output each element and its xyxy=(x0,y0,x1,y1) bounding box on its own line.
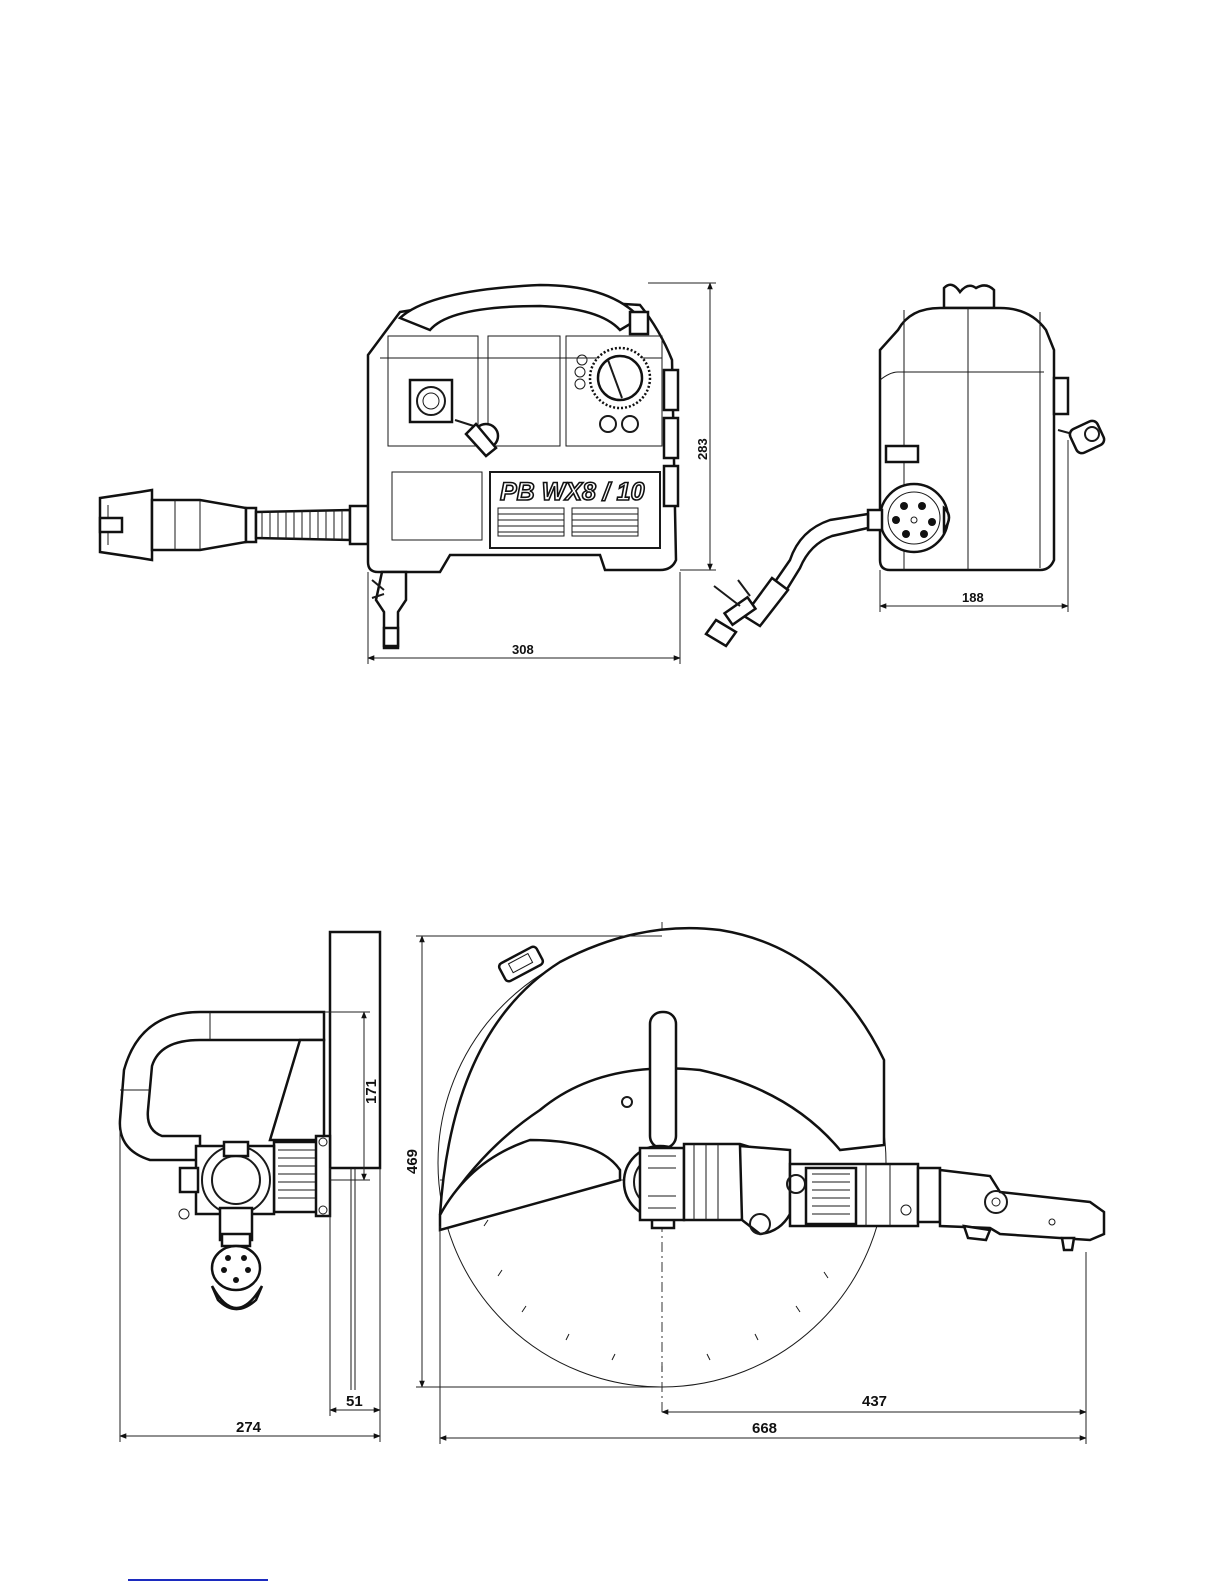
blade-guard-side xyxy=(330,932,380,1168)
dim-front-height-label: 283 xyxy=(695,438,710,460)
dim-saw-guard-width-label: 51 xyxy=(346,1393,363,1410)
saw-plug-side xyxy=(212,1246,262,1309)
dim-front-width: 308 xyxy=(368,572,680,664)
dim-blade-height-label: 469 xyxy=(404,1149,421,1174)
control-socket xyxy=(410,380,452,422)
power-pack-housing xyxy=(368,300,676,572)
angle-gearbox xyxy=(684,1144,790,1234)
dim-saw-total-length-label: 668 xyxy=(752,1420,777,1437)
spiral-cable xyxy=(256,506,368,544)
model-label: PB WX8 / 10 xyxy=(500,478,645,506)
dim-blade-center-to-end: 437 xyxy=(662,1252,1086,1444)
water-valve xyxy=(372,572,406,648)
gearbox-side xyxy=(274,1136,330,1216)
rear-handle xyxy=(940,1170,1104,1250)
dim-front-width-label: 308 xyxy=(512,642,534,657)
saw-front-view xyxy=(438,922,1104,1412)
dim-saw-side-width-label: 274 xyxy=(236,1419,262,1436)
power-pack-side-view xyxy=(706,285,1106,646)
saw-side-view xyxy=(120,932,380,1390)
dim-side-depth-label: 188 xyxy=(962,590,984,605)
dim-saw-total-length: 668 xyxy=(440,1226,1086,1444)
dim-saw-handle-height-label: 171 xyxy=(363,1079,380,1104)
power-pack-front-view: PB WX8 / 10 xyxy=(100,285,678,648)
socket-cap-side xyxy=(1058,419,1106,455)
footer-link-underline xyxy=(128,1579,268,1581)
carry-handle-side xyxy=(944,285,994,308)
power-inlet-side xyxy=(880,484,949,552)
power-plug xyxy=(100,490,256,560)
water-hose-side xyxy=(706,510,882,646)
blade-segments xyxy=(484,1220,828,1372)
dim-blade-center-to-end-label: 437 xyxy=(862,1393,887,1410)
motor-body xyxy=(787,1164,940,1226)
